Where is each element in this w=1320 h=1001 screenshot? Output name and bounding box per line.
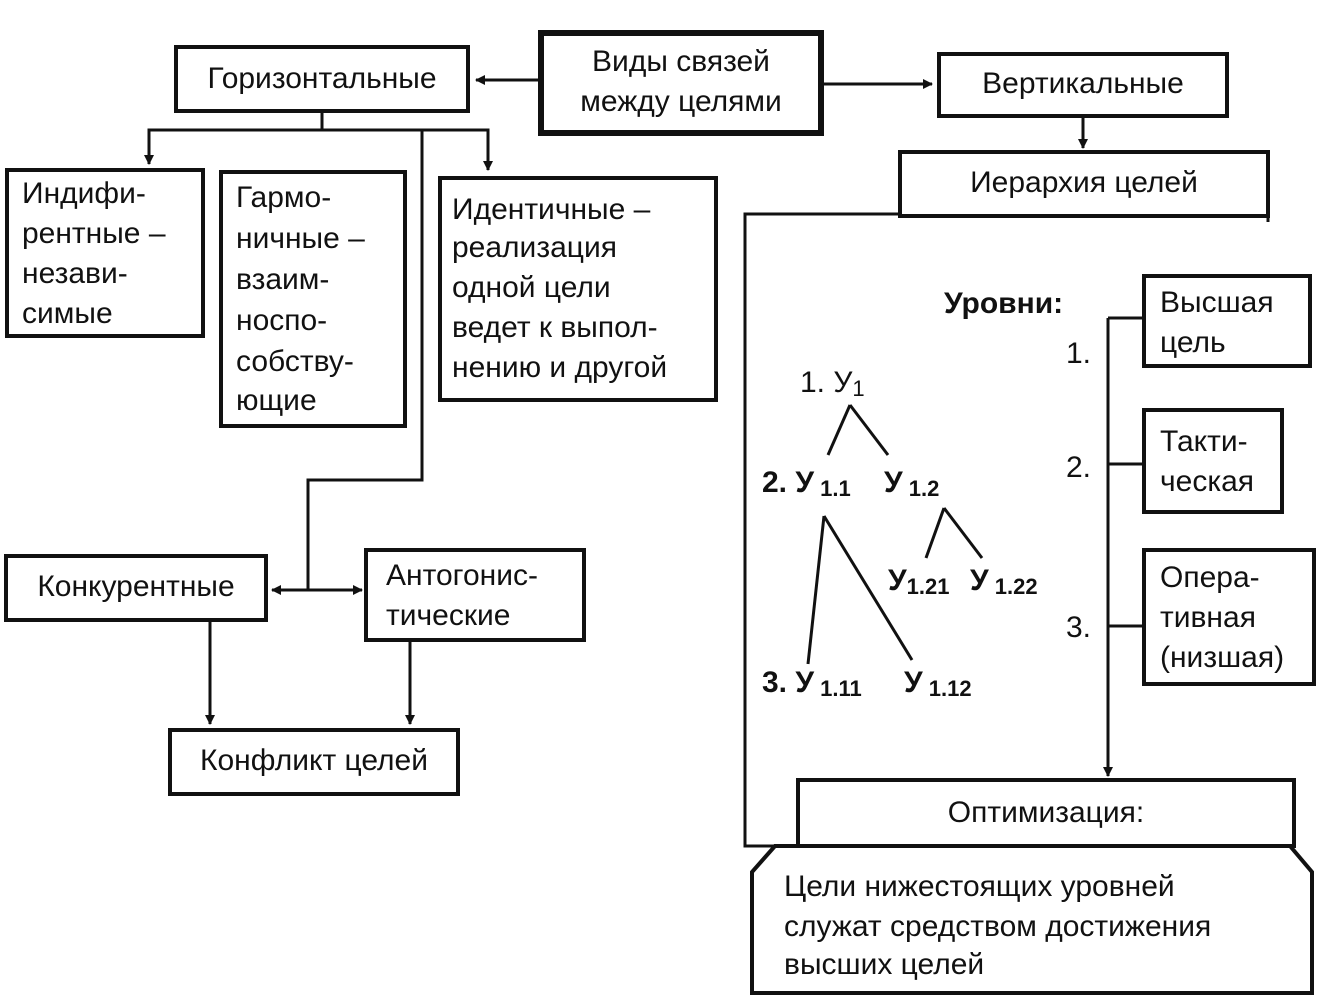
level-number-2: 2. — [1066, 451, 1092, 484]
level-highest-box — [1142, 274, 1312, 368]
identical-line4: ведет к выпол- — [452, 311, 658, 344]
tree-node-1-22: У 1.22 — [970, 564, 1038, 599]
identical-line1: Идентичные – — [452, 193, 651, 226]
identical-line2: реализация — [452, 231, 617, 264]
conclusion-line2: служат средством достижения — [784, 910, 1212, 943]
tree-node-1-12: У 1.12 — [904, 666, 972, 701]
competitive-label: Конкурентные — [37, 570, 235, 603]
tree-node-1-1: 2. У 1.1 — [762, 466, 851, 501]
vertical-box — [937, 52, 1229, 118]
horizontal-box — [174, 45, 470, 113]
identical-box — [438, 176, 718, 402]
hierarchy-label: Иерархия целей — [970, 166, 1198, 199]
root-box — [538, 30, 824, 136]
antagonistic-line1: Антогонис- — [386, 559, 538, 592]
harmonious-line3: взаим- — [236, 263, 330, 296]
hierarchy-box — [898, 150, 1270, 218]
harmonious-box — [219, 170, 407, 428]
level-tactical-line2: ческая — [1160, 465, 1255, 498]
indifferent-line1: Индифи- — [22, 177, 146, 210]
indifferent-line4: симые — [22, 297, 113, 330]
tree-node-1: 1. У1 — [800, 366, 865, 401]
harmonious-line5: собству- — [236, 345, 354, 378]
root-title-line1: Виды связей — [592, 45, 770, 78]
harmonious-line4: носпо- — [236, 304, 328, 337]
level-highest-line2: цель — [1160, 326, 1226, 359]
tree-node-1-11: 3. У 1.11 — [762, 666, 862, 701]
level-tactical-line1: Такти- — [1160, 425, 1248, 458]
indifferent-line3: незави- — [22, 257, 128, 290]
tree-node-1-21: У1.21 — [888, 564, 950, 599]
harmonious-line6: ющие — [236, 384, 317, 417]
antagonistic-line2: тические — [386, 599, 511, 632]
level-number-1: 1. — [1066, 337, 1092, 370]
indifferent-box — [5, 168, 205, 338]
conflict-box — [168, 728, 460, 796]
level-tactical-box — [1142, 408, 1284, 514]
optimization-label: Оптимизация: — [947, 796, 1145, 829]
level-number-3: 3. — [1066, 611, 1092, 644]
conclusion-line1: Цели нижестоящих уровней — [784, 870, 1175, 903]
conclusion-line3: высших целей — [784, 948, 985, 981]
identical-line5: нению и другой — [452, 351, 668, 384]
optimization-box — [796, 778, 1296, 848]
harmonious-line2: ничные – — [236, 222, 365, 255]
harmonious-line1: Гармо- — [236, 181, 332, 214]
antagonistic-box — [364, 548, 586, 642]
horizontal-label: Горизонтальные — [207, 62, 437, 95]
identical-line3: одной цели — [452, 271, 611, 304]
level-operational-line2: тивная — [1160, 601, 1256, 634]
root-title-line2: между целями — [580, 85, 782, 118]
vertical-label: Вертикальные — [982, 67, 1184, 100]
level-operational-line3: (низшая) — [1160, 641, 1285, 674]
level-highest-line1: Высшая — [1160, 286, 1274, 319]
level-operational-line1: Опера- — [1160, 561, 1260, 594]
conflict-label: Конфликт целей — [199, 744, 429, 777]
tree-node-1-2: У 1.2 — [884, 466, 940, 501]
indifferent-line2: рентные – — [22, 217, 166, 250]
competitive-box — [4, 554, 268, 622]
level-operational-box — [1142, 548, 1316, 686]
levels-title: Уровни: — [944, 287, 1064, 320]
